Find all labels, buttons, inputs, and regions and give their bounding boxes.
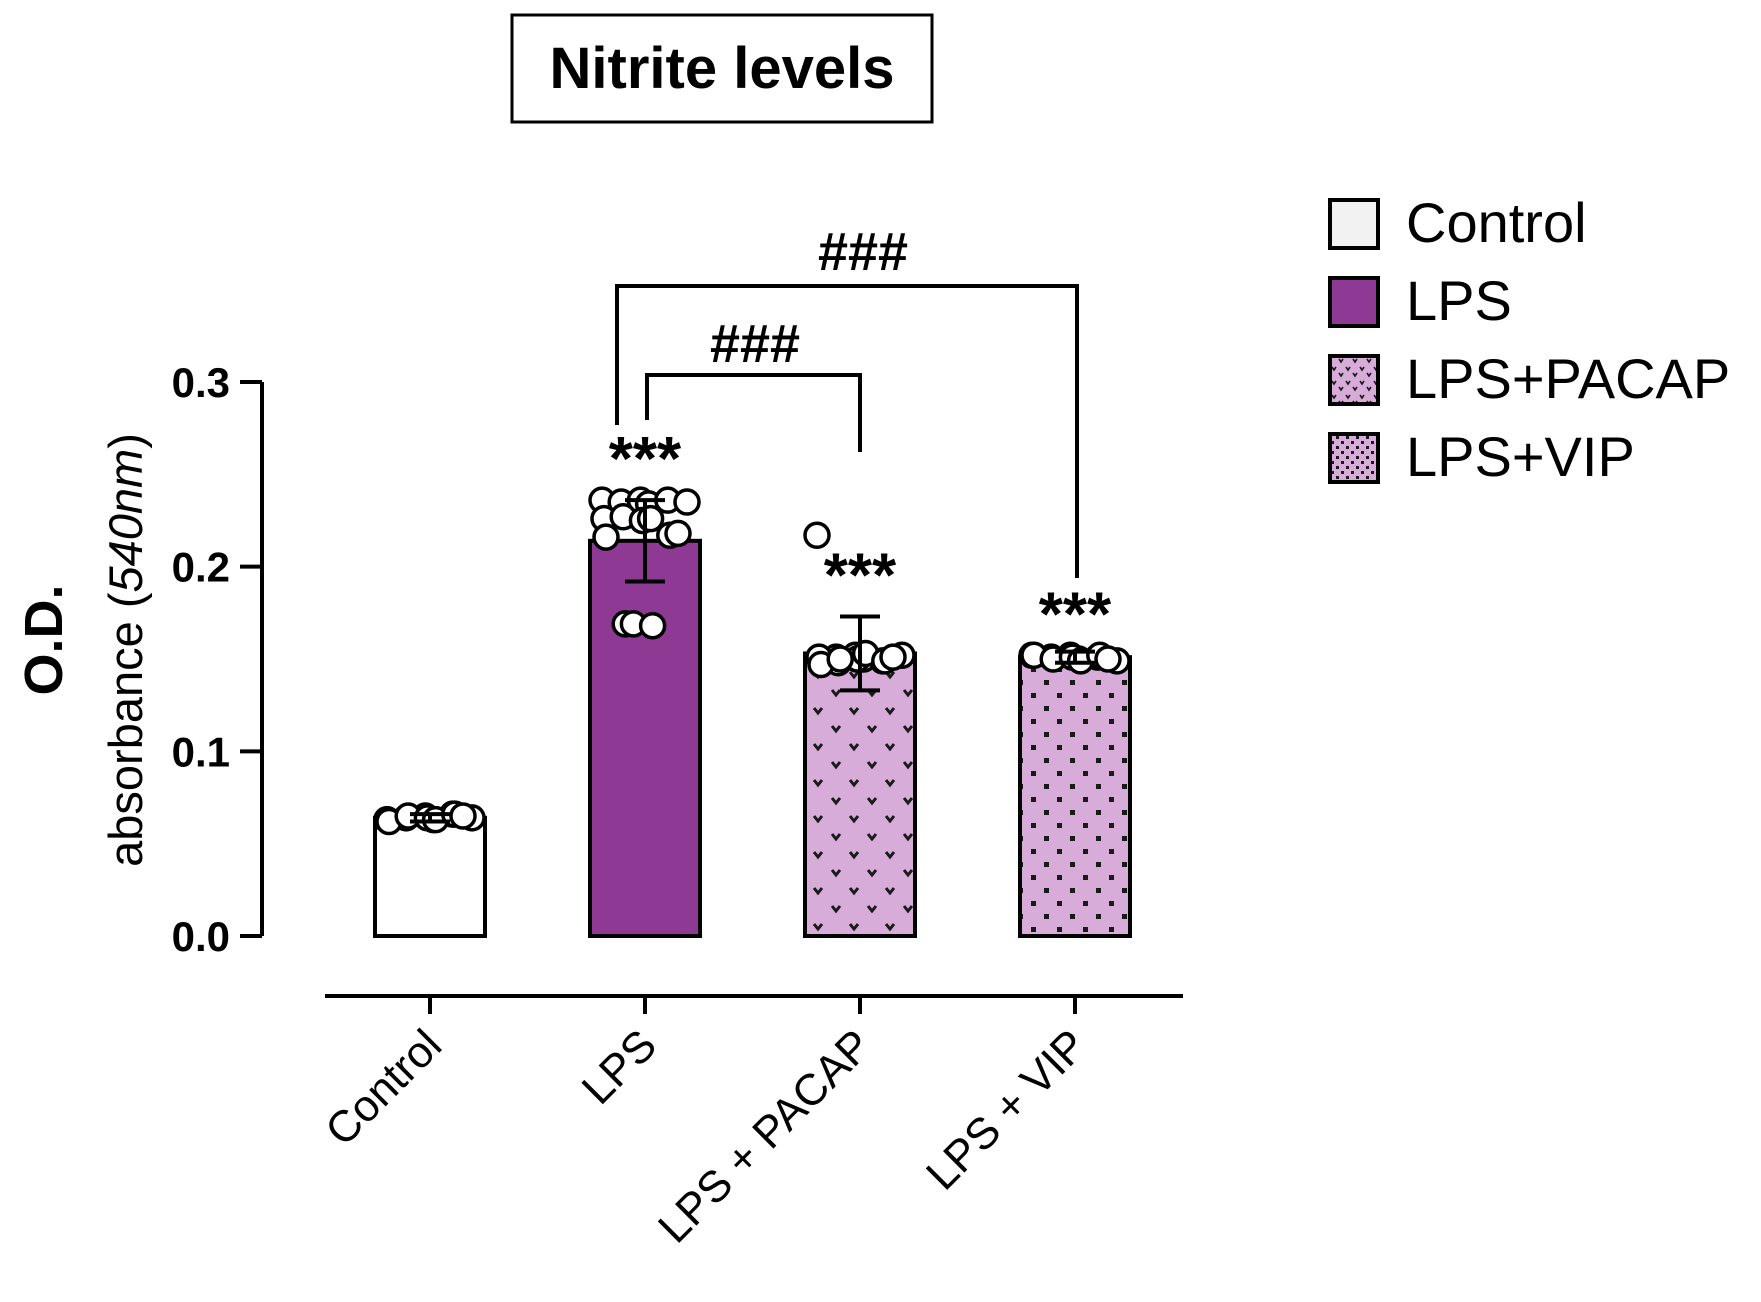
- data-point: [664, 519, 692, 548]
- y-axis-label-unit: absorbance (540nm): [99, 433, 152, 867]
- legend-swatch-pattern-lps-pacap: [1332, 358, 1376, 402]
- data-point: [638, 612, 667, 640]
- x-tick-label-lps-vip: LPS + VIP: [917, 1020, 1096, 1199]
- data-point: [803, 521, 831, 550]
- y-axis-label-bold: O.D.: [14, 584, 74, 695]
- data-point: [1094, 645, 1122, 673]
- significance-label-lps: ***: [609, 425, 682, 494]
- significance-label-lps-pacap: ***: [824, 542, 897, 611]
- y-axis-label-italic: 540nm: [99, 449, 152, 593]
- y-tick-label: 0.3: [172, 359, 230, 406]
- legend-label-lps-vip: LPS+VIP: [1406, 425, 1635, 488]
- y-axis: 0.0 0.1 0.2 0.3: [172, 359, 264, 960]
- chart-title-box: Nitrite levels: [510, 13, 934, 124]
- x-tick-label-control: Control: [316, 1020, 451, 1155]
- legend-swatch-control: [1328, 198, 1380, 250]
- bar-pattern-lps-vip: [1022, 659, 1128, 934]
- bracket-label: ###: [818, 222, 908, 282]
- data-point: [879, 643, 907, 671]
- bracket-label: ###: [710, 314, 800, 374]
- data-point: [449, 802, 477, 830]
- bar-pattern-lps-pacap: [807, 655, 913, 934]
- error-bars: [410, 498, 1095, 824]
- data-point: [592, 523, 620, 551]
- y-axis-label-main: absorbance (: [99, 592, 152, 867]
- y-axis-label-close: ): [99, 433, 152, 449]
- legend-swatch-lps: [1328, 276, 1380, 328]
- y-tick-label: 0.1: [172, 728, 230, 775]
- bar-lps: [588, 538, 702, 939]
- data-point: [826, 645, 854, 673]
- x-tick-label-lps-pacap: LPS + PACAP: [649, 1020, 881, 1252]
- bracket-lps-vs-lps-pacap: [645, 373, 862, 452]
- comparison-brackets: ### ###: [615, 222, 1079, 578]
- significance-marks: *** *** ***: [609, 425, 1112, 649]
- legend-label-lps: LPS: [1406, 269, 1512, 332]
- bar-control: [373, 815, 487, 939]
- y-axis-label: O.D. absorbance (540nm): [14, 433, 152, 867]
- chart-title: Nitrite levels: [550, 36, 895, 101]
- legend-swatch-pattern-lps-vip: [1332, 436, 1376, 480]
- data-point: [673, 488, 701, 516]
- bracket-lps-vs-lps-vip: [615, 284, 1079, 578]
- data-points: [373, 486, 1131, 836]
- legend-label-control: Control: [1406, 191, 1587, 254]
- y-tick-label: 0.0: [172, 913, 230, 960]
- significance-label-lps-vip: ***: [1039, 580, 1112, 649]
- x-tick-label-lps: LPS: [573, 1020, 666, 1113]
- legend-label-lps-pacap: LPS+PACAP: [1406, 347, 1730, 410]
- y-tick-label: 0.2: [172, 544, 230, 591]
- bars: [373, 538, 1132, 939]
